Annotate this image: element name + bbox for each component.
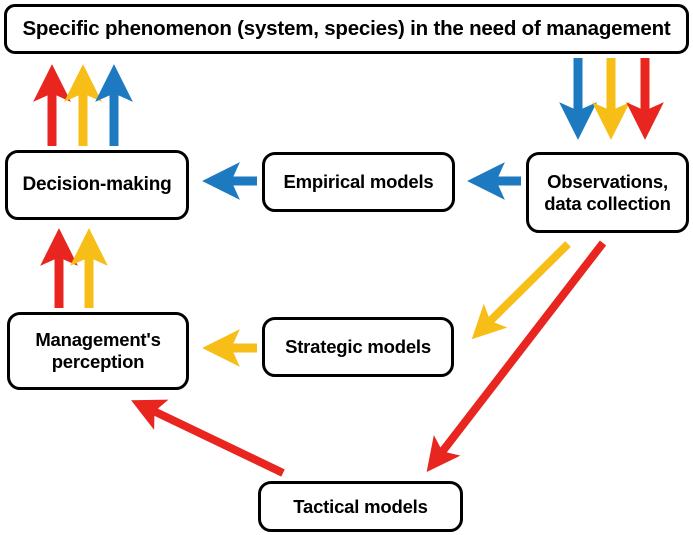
edge-tactical-to-management-red [131,399,285,477]
node-management-line-1: Management's [35,329,161,351]
node-strategic-models-label: Strategic models [285,336,431,358]
node-strategic-models[interactable]: Strategic models [262,317,454,377]
node-observations-data-collection-label: Observations, data collection [544,171,671,215]
node-specific-phenomenon[interactable]: Specific phenomenon (system, species) in… [4,4,689,54]
node-tactical-models[interactable]: Tactical models [258,481,463,532]
node-specific-phenomenon-label: Specific phenomenon (system, species) in… [22,16,671,40]
node-tactical-models-label: Tactical models [293,495,428,517]
node-observations-line-2: data collection [544,192,671,214]
node-managements-perception[interactable]: Management's perception [7,312,189,390]
node-managements-perception-label: Management's perception [35,329,161,373]
node-decision-making[interactable]: Decision-making [5,150,189,220]
node-empirical-models[interactable]: Empirical models [262,152,455,212]
node-decision-making-label: Decision-making [22,173,172,195]
node-observations-line-1: Observations, [547,170,668,192]
node-empirical-models-label: Empirical models [283,171,434,193]
edge-observations-to-strategic-yellow [471,241,571,340]
node-management-line-2: perception [51,351,145,372]
edge-observations-to-tactical-red [426,240,607,472]
node-observations-data-collection[interactable]: Observations, data collection [526,152,689,233]
